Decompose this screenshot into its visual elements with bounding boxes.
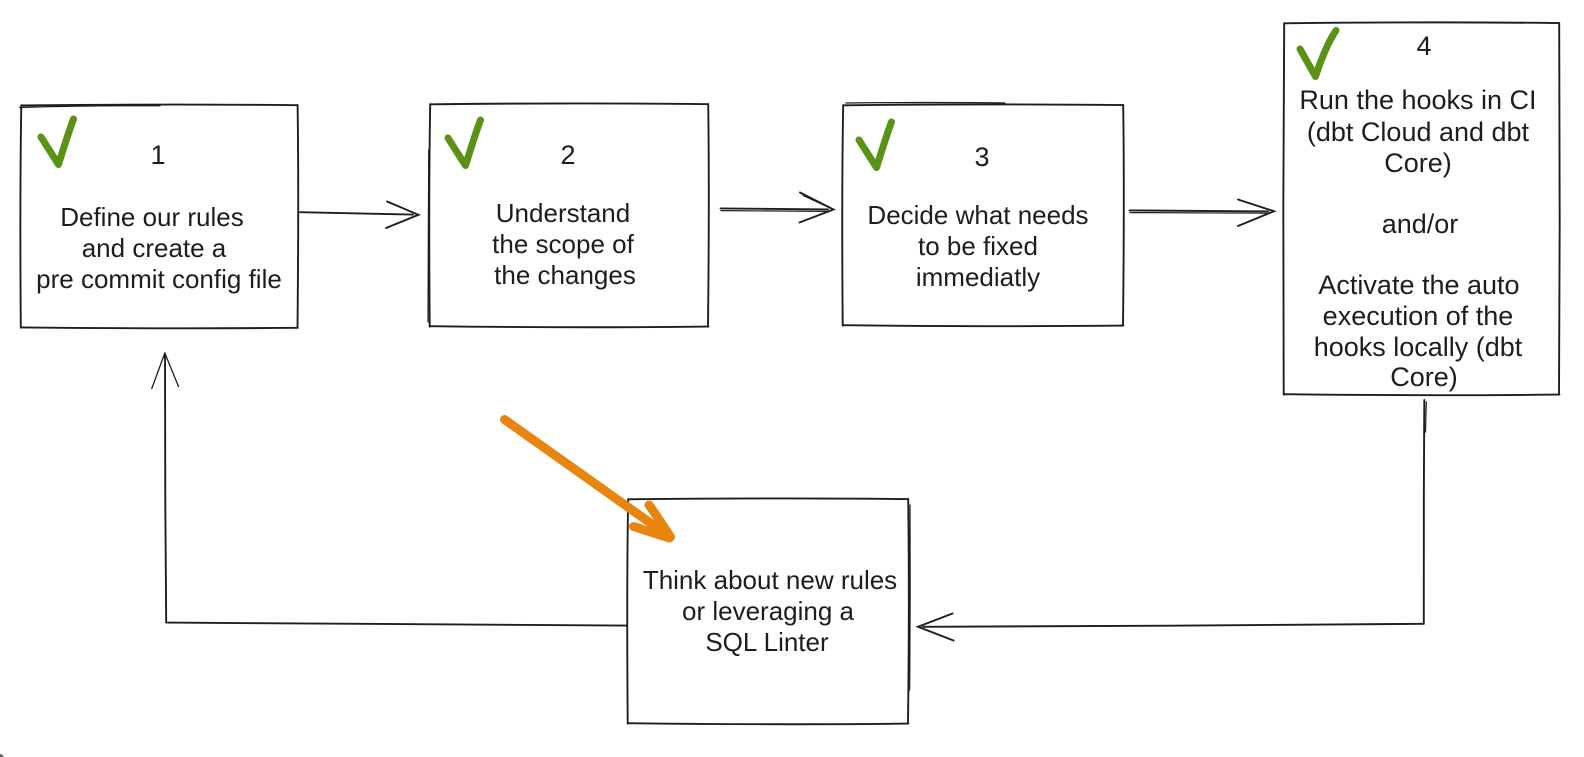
svg-text:or leveraging a: or leveraging a (682, 596, 855, 626)
svg-text:Think about new rules: Think about new rules (643, 565, 897, 595)
svg-text:Activate the auto: Activate the auto (1318, 270, 1519, 300)
svg-text:the changes: the changes (494, 260, 636, 290)
svg-text:Decide what needs: Decide what needs (867, 200, 1088, 230)
svg-text:immediatly: immediatly (916, 262, 1040, 292)
svg-text:pre commit config file: pre commit config file (36, 264, 282, 294)
svg-text:hooks locally (dbt: hooks locally (dbt (1314, 332, 1523, 362)
svg-text:2: 2 (560, 140, 575, 170)
svg-text:3: 3 (974, 142, 989, 172)
svg-text:Run the hooks in CI: Run the hooks in CI (1299, 85, 1536, 115)
svg-text:Core): Core) (1390, 362, 1458, 392)
svg-text:Understand: Understand (496, 198, 630, 228)
svg-text:execution of the: execution of the (1323, 301, 1514, 331)
svg-text:the scope of: the scope of (492, 229, 634, 259)
svg-text:(dbt Cloud and dbt: (dbt Cloud and dbt (1307, 117, 1530, 147)
svg-text:and/or: and/or (1382, 209, 1459, 239)
svg-text:Define our rules: Define our rules (60, 202, 244, 232)
svg-text:SQL Linter: SQL Linter (705, 627, 829, 657)
svg-text:and create a: and create a (82, 233, 227, 263)
svg-text:to be fixed: to be fixed (918, 231, 1038, 261)
svg-text:1: 1 (150, 140, 165, 170)
svg-text:4: 4 (1416, 31, 1431, 61)
svg-text:Core): Core) (1384, 148, 1452, 178)
